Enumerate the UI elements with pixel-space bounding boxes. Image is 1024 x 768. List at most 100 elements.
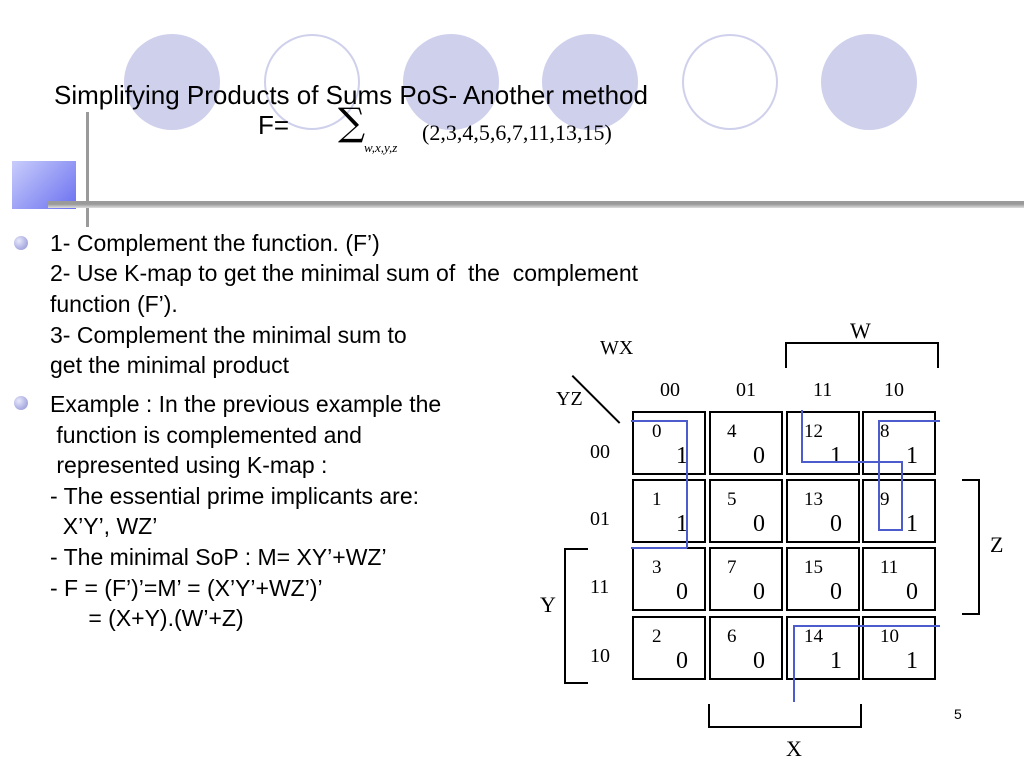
kmap-cell: 3 0 bbox=[632, 547, 706, 611]
group-line bbox=[631, 420, 687, 422]
decor-circle-6 bbox=[821, 34, 917, 130]
minterm-list: (2,3,4,5,6,7,11,13,15) bbox=[422, 120, 612, 145]
bracket-x bbox=[708, 726, 862, 728]
group-line bbox=[801, 461, 902, 463]
kmap-cell-index: 14 bbox=[804, 626, 823, 647]
slide-title: Simplifying Products of Sums PoS- Anothe… bbox=[54, 80, 648, 110]
bullet-1-line-3: function (F’). bbox=[50, 291, 178, 317]
bracket-z bbox=[962, 479, 980, 481]
bullet-icon bbox=[14, 396, 28, 410]
group-line bbox=[801, 410, 803, 462]
kmap-corner-row-label: YZ bbox=[556, 388, 583, 410]
kmap-cell-index: 11 bbox=[880, 557, 899, 578]
kmap-cell-index: 12 bbox=[804, 421, 823, 442]
kmap-cell-index: 7 bbox=[727, 557, 737, 578]
group-line bbox=[878, 420, 940, 422]
kmap-cell-index: 6 bbox=[727, 626, 737, 647]
kmap-cell: 7 0 bbox=[709, 547, 783, 611]
group-line bbox=[793, 625, 940, 627]
bullet-1-line-4: 3- Complement the minimal sum to bbox=[50, 322, 407, 348]
bracket-z bbox=[962, 613, 980, 615]
kmap-col-header: 10 bbox=[884, 379, 904, 401]
kmap-cell: 6 0 bbox=[709, 616, 783, 680]
kmap-cell-index: 9 bbox=[880, 489, 890, 510]
bullet-2-line-3: represented using K-map : bbox=[50, 452, 328, 478]
kmap-col-header: 00 bbox=[660, 379, 680, 401]
decor-circle-1 bbox=[124, 34, 220, 130]
kmap-row-header: 10 bbox=[590, 645, 610, 667]
bracket-w-label: W bbox=[850, 318, 871, 343]
kmap-cell: 12 1 bbox=[786, 411, 860, 475]
kmap-cell-index: 15 bbox=[804, 557, 823, 578]
kmap-cell-value: 1 bbox=[830, 648, 842, 674]
kmap-cell-value: 1 bbox=[906, 443, 918, 469]
kmap-cell: 2 0 bbox=[632, 616, 706, 680]
bracket-y bbox=[564, 548, 588, 550]
bracket-w bbox=[785, 342, 787, 368]
decor-circle-4 bbox=[542, 34, 638, 130]
kmap-cell-index: 0 bbox=[652, 421, 662, 442]
bullet-2-line-6: - The minimal SoP : M= XY’+WZ’ bbox=[50, 544, 387, 570]
kmap-cell-index: 2 bbox=[652, 626, 662, 647]
kmap-cell-value: 0 bbox=[676, 648, 688, 674]
bracket-w bbox=[785, 342, 939, 344]
kmap-cell-value: 0 bbox=[753, 443, 765, 469]
kmap-cell-value: 1 bbox=[676, 443, 688, 469]
kmap-cell-value: 0 bbox=[906, 579, 918, 605]
kmap-row-header: 01 bbox=[590, 508, 610, 530]
kmap-cell-value: 0 bbox=[830, 511, 842, 537]
function-formula: F= ∑ w,x,y,z (2,3,4,5,6,7,11,13,15) bbox=[258, 100, 612, 155]
group-line bbox=[793, 625, 795, 702]
bracket-z bbox=[978, 479, 980, 615]
kmap-col-header: 01 bbox=[736, 379, 756, 401]
bullet-icon bbox=[14, 236, 28, 250]
kmap-cell-value: 0 bbox=[753, 648, 765, 674]
kmap-cell-index: 10 bbox=[880, 626, 899, 647]
formula-lhs: F= bbox=[258, 110, 290, 140]
kmap-corner-col-label: WX bbox=[600, 337, 634, 359]
sigma-subscript: w,x,y,z bbox=[364, 140, 398, 155]
bullet-2-line-4: - The essential prime implicants are: bbox=[50, 483, 419, 509]
bullet-2-line-7: - F = (F’)’=M’ = (X’Y’+WZ’)’ bbox=[50, 575, 323, 601]
bullet-2-line-5: X’Y’, WZ’ bbox=[50, 513, 158, 539]
kmap-cell: 9 1 bbox=[862, 479, 936, 543]
kmap-col-header: 11 bbox=[813, 379, 833, 401]
bullet-2-line-8: = (X+Y).(W’+Z) bbox=[50, 605, 244, 631]
kmap-cell-value: 0 bbox=[753, 579, 765, 605]
bracket-w bbox=[937, 342, 939, 368]
kmap-cell-value: 0 bbox=[676, 579, 688, 605]
bullet-2-line-2: function is complemented and bbox=[50, 422, 362, 448]
kmap-cell-value: 0 bbox=[830, 579, 842, 605]
kmap-cell-index: 5 bbox=[727, 489, 737, 510]
kmap-cell-value: 1 bbox=[906, 648, 918, 674]
group-line bbox=[878, 420, 880, 530]
bracket-y bbox=[564, 548, 566, 684]
kmap-cell-index: 13 bbox=[804, 489, 823, 510]
group-line bbox=[631, 547, 687, 549]
kmap-cell-index: 1 bbox=[652, 489, 662, 510]
kmap-cell-value: 1 bbox=[830, 443, 842, 469]
page-number: 5 bbox=[954, 706, 962, 722]
kmap-cell-index: 3 bbox=[652, 557, 662, 578]
bracket-y bbox=[564, 682, 588, 684]
kmap-row-header: 11 bbox=[590, 576, 610, 598]
kmap-cell: 1 1 bbox=[632, 479, 706, 543]
sigma-symbol: ∑ bbox=[338, 100, 366, 144]
bracket-y-label: Y bbox=[540, 592, 556, 617]
kmap-cell: 13 0 bbox=[786, 479, 860, 543]
kmap-cell-index: 8 bbox=[880, 421, 890, 442]
kmap-cell: 15 0 bbox=[786, 547, 860, 611]
bullet-1-line-5: get the minimal product bbox=[50, 352, 290, 378]
bracket-z-label: Z bbox=[990, 532, 1004, 557]
group-line bbox=[686, 420, 688, 548]
bracket-x bbox=[860, 704, 862, 728]
kmap-cell-index: 4 bbox=[727, 421, 737, 442]
decor-circle-2 bbox=[264, 34, 360, 130]
kmap-cell: 4 0 bbox=[709, 411, 783, 475]
bullet-1-line-2: 2- Use K-map to get the minimal sum of t… bbox=[50, 260, 639, 286]
bracket-x bbox=[708, 704, 710, 728]
bullet-1-line-1: 1- Complement the function. (F’) bbox=[50, 230, 380, 256]
divider-vertical bbox=[86, 112, 89, 227]
group-line bbox=[901, 461, 903, 531]
